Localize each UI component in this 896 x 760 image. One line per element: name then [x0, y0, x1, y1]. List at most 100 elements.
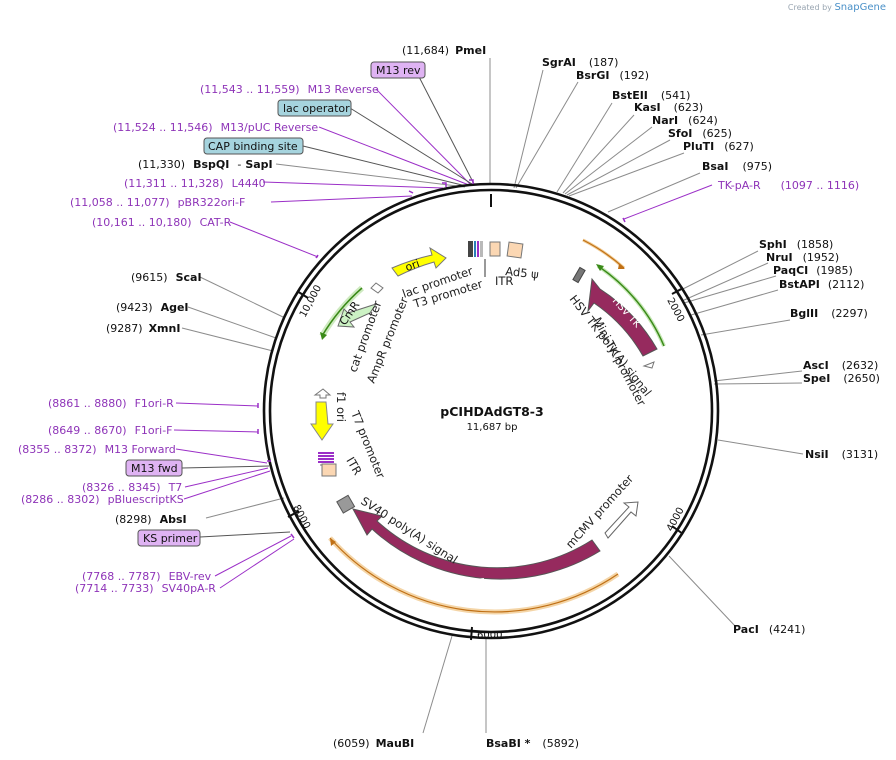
enzyme-label-maubi: (6059)MauBI	[333, 737, 414, 750]
primer-label-l4440: (11,311 .. 11,328)L4440	[124, 177, 266, 190]
coordinate-ticks	[287, 194, 684, 641]
ori-label: ori	[404, 257, 422, 274]
enzyme-label-bsabi: BsaBI *(5892)	[486, 737, 579, 750]
tick-label-6000: 6000	[477, 630, 502, 641]
ad5-psi-label: Ad5 ψ	[505, 264, 540, 281]
f1-ori-label: f1 ori	[334, 392, 348, 422]
svg-text:(9287)XmnI: (9287)XmnI	[106, 322, 180, 335]
enzyme-label-kasi: KasI(623)	[634, 101, 703, 114]
itr-top-box	[489, 241, 501, 257]
svg-text:(9423)AgeI: (9423)AgeI	[116, 301, 189, 314]
primer-markers	[257, 179, 626, 539]
primer-label-pbr322ori-f: (11,058 .. 11,077)pBR322ori-F	[70, 196, 245, 209]
lacz-arrow	[352, 508, 601, 580]
svg-text:BstEII(541): BstEII(541)	[612, 89, 690, 102]
enzyme-label-nsii: NsiI(3131)	[805, 448, 878, 461]
enzyme-label-absi: (8298)AbsI	[115, 513, 187, 526]
credit-prefix: Created by	[787, 3, 832, 12]
svg-text:SgrAI(187): SgrAI(187)	[542, 56, 618, 69]
sv40-polya-box	[336, 494, 356, 514]
hsv-tk-arrow	[587, 277, 658, 357]
itr-bottom-box	[321, 463, 337, 477]
boxed-label-lac-operator: lac operator	[277, 99, 352, 117]
primer-leader-lines	[173, 88, 713, 589]
svg-text:(11,684)PmeI: (11,684)PmeI	[402, 44, 486, 57]
enzyme-label-paqci: PaqCI(1985)	[773, 264, 853, 277]
tick-label-8000: 8000	[290, 503, 312, 531]
f1-ori-arrow	[310, 401, 334, 441]
orange-arc-top	[582, 238, 625, 270]
enzyme-label-bsteii: BstEII(541)	[612, 89, 690, 102]
enzyme-label-bsrgi: BsrGI(192)	[576, 69, 649, 82]
enzyme-label-bglii: BglII(2297)	[790, 307, 868, 320]
svg-text:NruI(1952): NruI(1952)	[766, 251, 839, 264]
primer-label-ebv-rev: (7768 .. 7787)EBV-rev	[82, 570, 212, 583]
enzyme-label-sphi: SphI(1858)	[759, 238, 833, 251]
boxed-label-cap-binding-site: CAP binding site	[203, 137, 304, 155]
plasmid-backbone	[262, 182, 720, 640]
top-small-features	[468, 241, 524, 277]
enzyme-label-sgrai: SgrAI(187)	[542, 56, 618, 69]
svg-text:BsaI(975): BsaI(975)	[702, 160, 772, 173]
svg-text:SfoI(625): SfoI(625)	[668, 127, 732, 140]
enzyme-label-sfoi: SfoI(625)	[668, 127, 732, 140]
enzyme-label-nrui: NruI(1952)	[766, 251, 839, 264]
ad5-psi-box	[506, 241, 524, 259]
ori-feature: ori	[391, 246, 447, 277]
enzyme-label-bstapi: BstAPI(2112)	[779, 278, 864, 291]
svg-text:BstAPI(2112): BstAPI(2112)	[779, 278, 864, 291]
svg-text:BglII(2297): BglII(2297)	[790, 307, 868, 320]
lacz-label: lacZ	[461, 576, 486, 592]
plasmid-size: 11,687 bp	[467, 422, 518, 433]
enzyme-label-scai: (9615)ScaI	[131, 271, 202, 284]
plasmid-name: pCIHDAdGT8-3	[440, 404, 543, 419]
svg-text:NarI(624): NarI(624)	[652, 114, 718, 127]
cap-binding-mark	[474, 241, 476, 257]
hsv-tk-region: HSV TK	[572, 238, 666, 369]
svg-text:PaqCI(1985): PaqCI(1985)	[773, 264, 853, 277]
itr-top-label: ITR	[495, 274, 513, 288]
svg-text:KS primer: KS primer	[143, 532, 198, 545]
svg-text:(9615)ScaI: (9615)ScaI	[131, 271, 202, 284]
boxed-label-ks-primer: KS primer	[137, 529, 201, 547]
left-features: CmR	[310, 282, 384, 514]
svg-text:KasI(623): KasI(623)	[634, 101, 703, 114]
enzyme-label-paci: PacI(4241)	[733, 623, 805, 636]
enzyme-leader-lines	[181, 58, 804, 734]
itr-bottom-label: ITR	[343, 455, 364, 478]
snapgene-credit: Created by SnapGene	[788, 2, 886, 13]
svg-text:PluTI(627): PluTI(627)	[683, 140, 754, 153]
tick-label-10000: 10,000	[298, 283, 324, 319]
primer-label-f1ori-f: (8649 .. 8670)F1ori-F	[48, 424, 173, 437]
svg-text:BsaBI *(5892): BsaBI *(5892)	[486, 737, 579, 750]
snapgene-logo: SnapGene	[834, 2, 886, 13]
boxed-label-m13-fwd: M13 fwd	[125, 459, 183, 477]
enzyme-label-bsai: BsaI(975)	[702, 160, 772, 173]
enzyme-label-nari: NarI(624)	[652, 114, 718, 127]
primer-label-f1ori-r: (8861 .. 8880)F1ori-R	[48, 397, 174, 410]
svg-text:M13 rev: M13 rev	[376, 64, 421, 77]
svg-text:SphI(1858): SphI(1858)	[759, 238, 833, 251]
lacz-region: lacZ	[328, 501, 639, 615]
mcmv-promoter-arrow	[604, 501, 639, 539]
svg-text:(6059)MauBI: (6059)MauBI	[333, 737, 414, 750]
svg-text:lac operator: lac operator	[283, 102, 350, 115]
enzyme-label-agei: (9423)AgeI	[116, 301, 189, 314]
primer-label-tk-pa-r: TK-pA-R(1097 .. 1116)	[717, 179, 859, 192]
svg-text:AscI(2632): AscI(2632)	[803, 359, 878, 372]
svg-text:CAP binding site: CAP binding site	[208, 140, 298, 153]
m13-rev-mark	[477, 241, 479, 257]
box-leader-lines	[181, 68, 475, 538]
enzyme-label-spei: SpeI(2650)	[803, 372, 880, 385]
svg-text:SpeI(2650): SpeI(2650)	[803, 372, 880, 385]
primer-label-sv40pa-r: (7714 .. 7733)SV40pA-R	[75, 582, 216, 595]
primer-label-t7: (8326 .. 8345)T7	[82, 481, 182, 494]
enzyme-label-asci: AscI(2632)	[803, 359, 878, 372]
lac-promoter-mark	[480, 241, 483, 257]
primer-label-m13-forward: (8355 .. 8372)M13 Forward	[18, 443, 176, 456]
svg-text:PacI(4241): PacI(4241)	[733, 623, 805, 636]
primer-label-m13-puc-reverse: (11,524 .. 11,546)M13/pUC Reverse	[113, 121, 318, 134]
boxed-label-m13-rev: M13 rev	[370, 61, 426, 79]
svg-text:NsiI(3131): NsiI(3131)	[805, 448, 878, 461]
